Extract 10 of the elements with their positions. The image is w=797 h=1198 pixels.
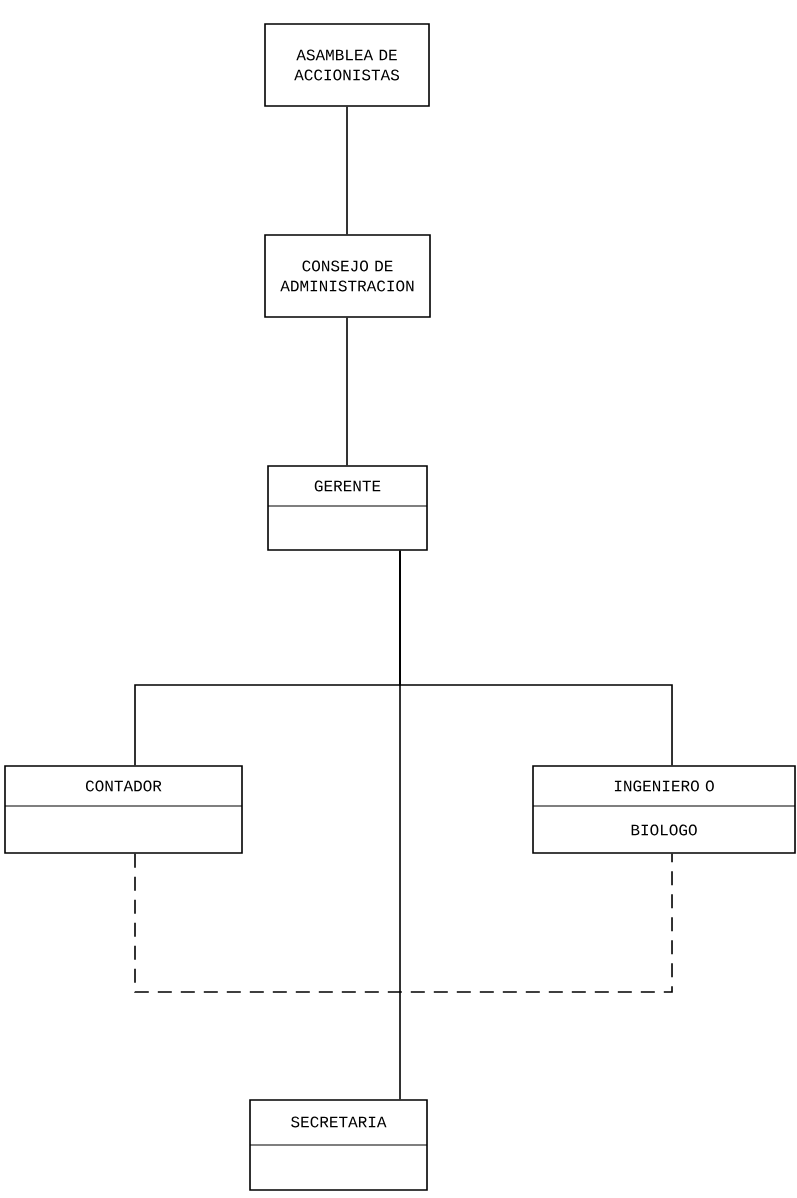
org-box: CONTADOR (4, 765, 243, 854)
connector-line (134, 853, 673, 993)
connector-line (346, 317, 348, 466)
connector-line (346, 106, 348, 235)
org-box: ASAMBLEA DE ACCIONISTAS (264, 23, 430, 107)
org-box: CONSEJO DE ADMINISTRACION (264, 234, 431, 318)
org-box: GERENTE (267, 465, 428, 551)
org-box: SECRETARIA (249, 1099, 428, 1191)
org-box: INGENIERO O BIOLOGO (532, 765, 796, 854)
connector-line (399, 550, 401, 1100)
